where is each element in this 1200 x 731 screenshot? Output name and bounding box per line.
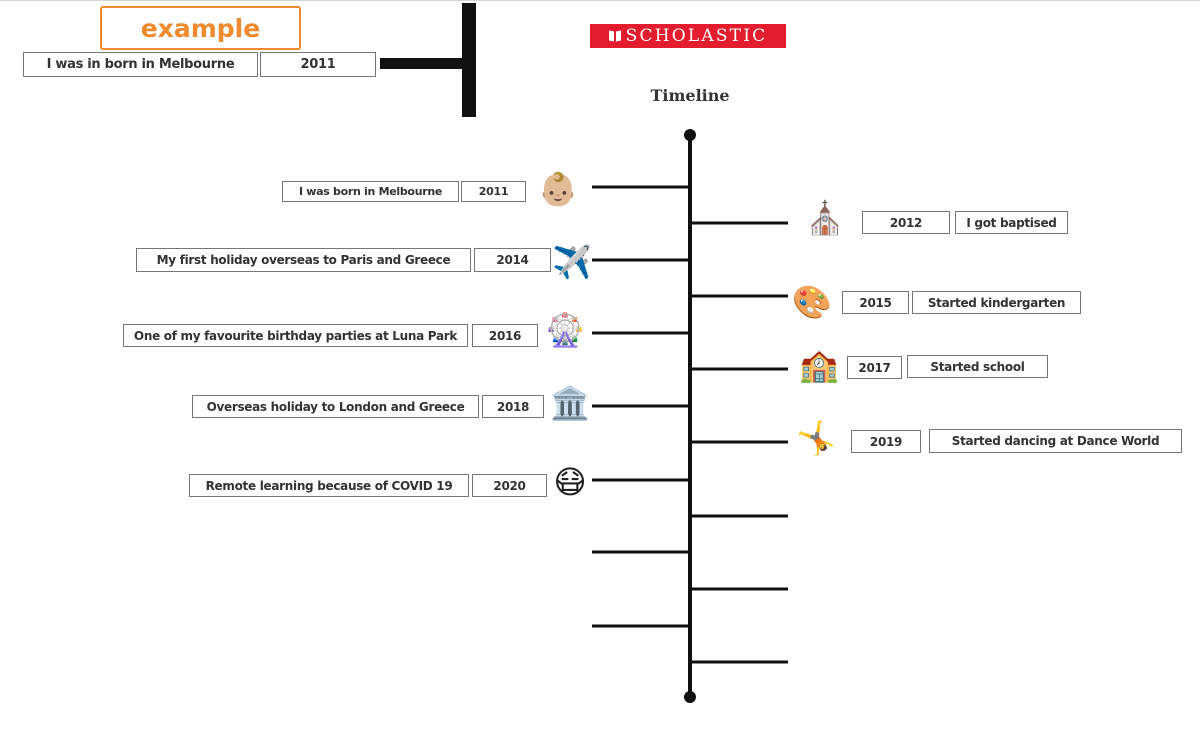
timeline-end-dot [684, 691, 696, 703]
event-text-box[interactable]: Overseas holiday to London and Greece [192, 395, 479, 418]
timeline-start-dot [684, 129, 696, 141]
event-text-box[interactable]: Started school [907, 355, 1048, 378]
church-icon: ⛪ [805, 199, 845, 237]
event-text-box[interactable]: My first holiday overseas to Paris and G… [136, 248, 471, 272]
event-year-box[interactable]: 2012 [862, 211, 950, 234]
top-divider [0, 0, 1200, 1]
artist-palette-icon: 🎨 [792, 283, 832, 321]
baby-icon: 👶🏼 [538, 170, 578, 208]
example-connector [380, 58, 463, 69]
event-year-box[interactable]: 2011 [461, 181, 526, 202]
example-axis [462, 3, 476, 117]
book-icon [609, 31, 621, 41]
event-year-box[interactable]: 2016 [472, 324, 538, 347]
event-text-box[interactable]: I got baptised [955, 211, 1068, 234]
event-year-box[interactable]: 2014 [474, 248, 551, 272]
face-with-mask-icon: 😷 [553, 463, 587, 501]
ferris-wheel-icon: 🎡 [545, 311, 585, 349]
scholastic-logo: SCHOLASTIC [590, 24, 786, 48]
page-title: Timeline [650, 86, 730, 105]
event-text-box[interactable]: Started kindergarten [912, 291, 1081, 314]
event-year-box[interactable]: 2019 [851, 430, 921, 453]
example-year-box[interactable]: 2011 [260, 52, 376, 77]
event-text-box[interactable]: One of my favourite birthday parties at … [123, 324, 468, 347]
cartwheel-icon: 🤸 [796, 419, 836, 457]
event-year-box[interactable]: 2020 [472, 474, 547, 497]
event-text-box[interactable]: I was born in Melbourne [282, 181, 459, 202]
airplane-icon: ✈️ [552, 243, 592, 281]
school-icon: 🏫 [799, 346, 839, 384]
event-year-box[interactable]: 2017 [847, 356, 902, 379]
classical-building-icon: 🏛️ [550, 384, 590, 422]
example-badge: example [100, 6, 301, 50]
example-event-box[interactable]: I was in born in Melbourne [23, 52, 258, 77]
event-text-box[interactable]: Started dancing at Dance World [929, 429, 1182, 453]
event-text-box[interactable]: Remote learning because of COVID 19 [189, 474, 469, 497]
event-year-box[interactable]: 2018 [482, 395, 544, 418]
event-year-box[interactable]: 2015 [842, 291, 909, 314]
logo-text: SCHOLASTIC [625, 26, 768, 46]
